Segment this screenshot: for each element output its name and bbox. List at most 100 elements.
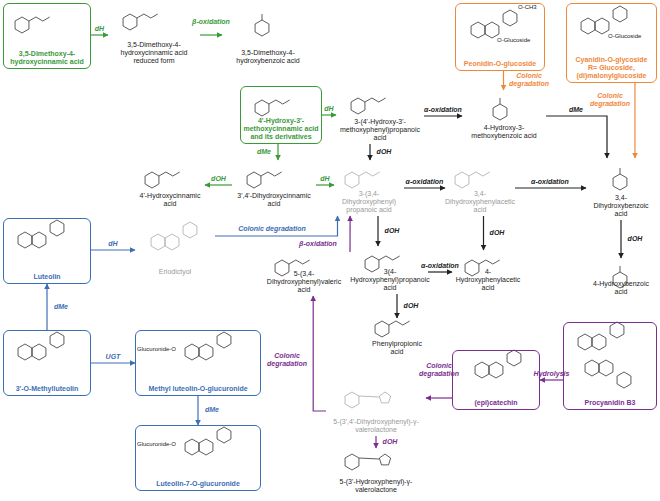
ring-structure — [32, 344, 46, 360]
ring-structure — [489, 362, 503, 378]
compound-box: 3'-O-Methylluteolin — [3, 330, 91, 396]
reaction-arrow — [349, 216, 350, 252]
ring-structure — [123, 14, 158, 30]
reaction-label: α-oxidation — [423, 106, 463, 114]
reaction-label: dOH — [377, 227, 407, 235]
compound-name: 3,5-Dimethoxy-4-hydroxycinnamic acid red… — [110, 41, 198, 65]
reaction-label: dH — [314, 105, 344, 113]
reaction-arrow — [322, 114, 336, 115]
ring-structure — [217, 427, 231, 443]
ring-structure — [151, 234, 165, 250]
reaction-label: dMe — [197, 406, 227, 414]
substituent-label: O-CH3 — [518, 4, 537, 10]
ring-structure — [247, 172, 282, 188]
ring-structure — [493, 98, 507, 120]
ring-structure — [185, 439, 199, 455]
ring-structure — [185, 344, 199, 360]
ring-structure — [18, 232, 32, 248]
reaction-label: dOH — [375, 438, 405, 446]
reaction-arrow — [46, 284, 47, 330]
substituent-label: O-Glucoside — [497, 37, 530, 43]
substituent-label: Glucuronide-O — [137, 441, 176, 447]
reaction-label: α-oxidation — [405, 178, 445, 186]
compound-name: Procyanidin B3 — [585, 399, 636, 407]
reaction-label: dOH — [204, 175, 234, 183]
compound-node: 4-Hydroxy-3-methoxybenzoic acid — [462, 90, 546, 142]
compound-name: 3,5-Dimethoxy-4-hydroxycinnamic acid — [6, 50, 88, 66]
ring-structure — [595, 18, 609, 34]
compound-name: 4-Hydroxybenzoic acid — [588, 280, 654, 296]
compound-name: 3',4'-Dihydroxycinnamic acid — [234, 192, 314, 208]
reaction-label: dMe — [561, 106, 591, 114]
reaction-label: dH — [85, 25, 115, 33]
compound-node: 3(4-Hydroxyphenyl)propanoic acid — [352, 246, 428, 294]
reaction-arrow — [428, 271, 452, 272]
bond-line — [359, 396, 379, 397]
compound-name: Cyanidin-O-glycoside — [576, 56, 648, 64]
reaction-label: Hydrolysis — [532, 370, 572, 378]
lactone-structure — [379, 392, 390, 403]
ring-structure — [617, 372, 631, 388]
reaction-label: dOH — [482, 229, 512, 237]
reaction-arrow — [205, 184, 232, 185]
lactone-structure — [379, 454, 390, 465]
compound-name: Phenylpropionic acid — [370, 340, 424, 356]
compound-name: R= Glucoside, (di)malonylglucoside — [569, 64, 654, 80]
compound-name: Methyl luteolin-O-glucuronide — [148, 385, 247, 393]
compound-name: 3,5-Dimethoxy-4-hydroxybenzoic acid — [224, 49, 312, 65]
reaction-arrow — [515, 187, 586, 188]
reaction-label: β-oxidation — [298, 240, 338, 248]
compound-box: (epi)catechin — [452, 350, 540, 410]
ring-structure — [613, 6, 627, 22]
reaction-arrow — [277, 144, 278, 160]
reaction-label: α-oxidation — [420, 262, 460, 270]
compound-box: 4'-Hydroxy-3'-methoxycinnamic acid and i… — [240, 86, 322, 144]
reaction-label: Colonic degradation — [416, 362, 462, 377]
reaction-arrow — [197, 396, 198, 425]
reaction-label: Colonic degradation — [587, 92, 633, 107]
ring-structure — [345, 454, 359, 470]
ring-structure — [613, 168, 627, 190]
reaction-arrow — [483, 216, 484, 250]
compound-name: 4-Hydroxyphenylacetic acid — [454, 268, 522, 292]
ring-structure — [165, 234, 179, 250]
reaction-arrow — [313, 296, 326, 411]
substituent-label: Glucuronide-O — [137, 346, 176, 352]
reaction-arrow — [369, 144, 370, 160]
reaction-arrow — [546, 116, 607, 158]
compound-node: 3,5-Dimethoxy-4-hydroxybenzoic acid — [222, 3, 314, 67]
compound-name: Luteolin-7-O-glucuronide — [156, 480, 240, 488]
compound-node: 3,4-Dihydroxyphenylacetic acid — [445, 160, 515, 216]
ring-structure — [485, 22, 499, 38]
reaction-label: Colonic degradation — [265, 352, 309, 367]
reaction-label: Colonic degradation — [236, 225, 308, 233]
reaction-arrow — [316, 184, 334, 185]
ring-structure — [581, 18, 595, 34]
chemical-structures — [15, 6, 631, 470]
reaction-arrow — [424, 115, 462, 116]
ring-structure — [471, 22, 485, 38]
reaction-label: dOH — [620, 235, 650, 243]
compound-box: 3,5-Dimethoxy-4-hydroxycinnamic acid — [3, 3, 91, 69]
ring-structure — [351, 98, 386, 114]
reaction-label: dH — [98, 240, 128, 248]
ring-structure — [50, 332, 64, 348]
ring-structure — [578, 334, 592, 350]
reaction-arrow — [375, 436, 376, 448]
compound-name: 4-Hydroxy-3-methoxybenzoic acid — [464, 124, 544, 140]
ring-structure — [465, 260, 500, 276]
reaction-arrow — [540, 379, 563, 380]
compound-name: 3(4-Hydroxyphenyl)propanoic acid — [350, 268, 429, 292]
compound-node: 5-(3,4-Dihydroxyphenyl)valeric acid — [258, 252, 350, 296]
ring-structure — [475, 362, 489, 378]
reaction-label: β-oxidation — [191, 18, 231, 26]
compound-name: 4'-Hydroxy-3'-methoxycinnamic acid and i… — [243, 117, 319, 141]
reaction-label: UGT — [98, 353, 128, 361]
compound-node: 3-(4'-Hydroxy-3'-methoxyphenyl)propanoic… — [336, 86, 424, 144]
reaction-arrow — [426, 397, 452, 398]
grey-structures — [151, 172, 490, 408]
